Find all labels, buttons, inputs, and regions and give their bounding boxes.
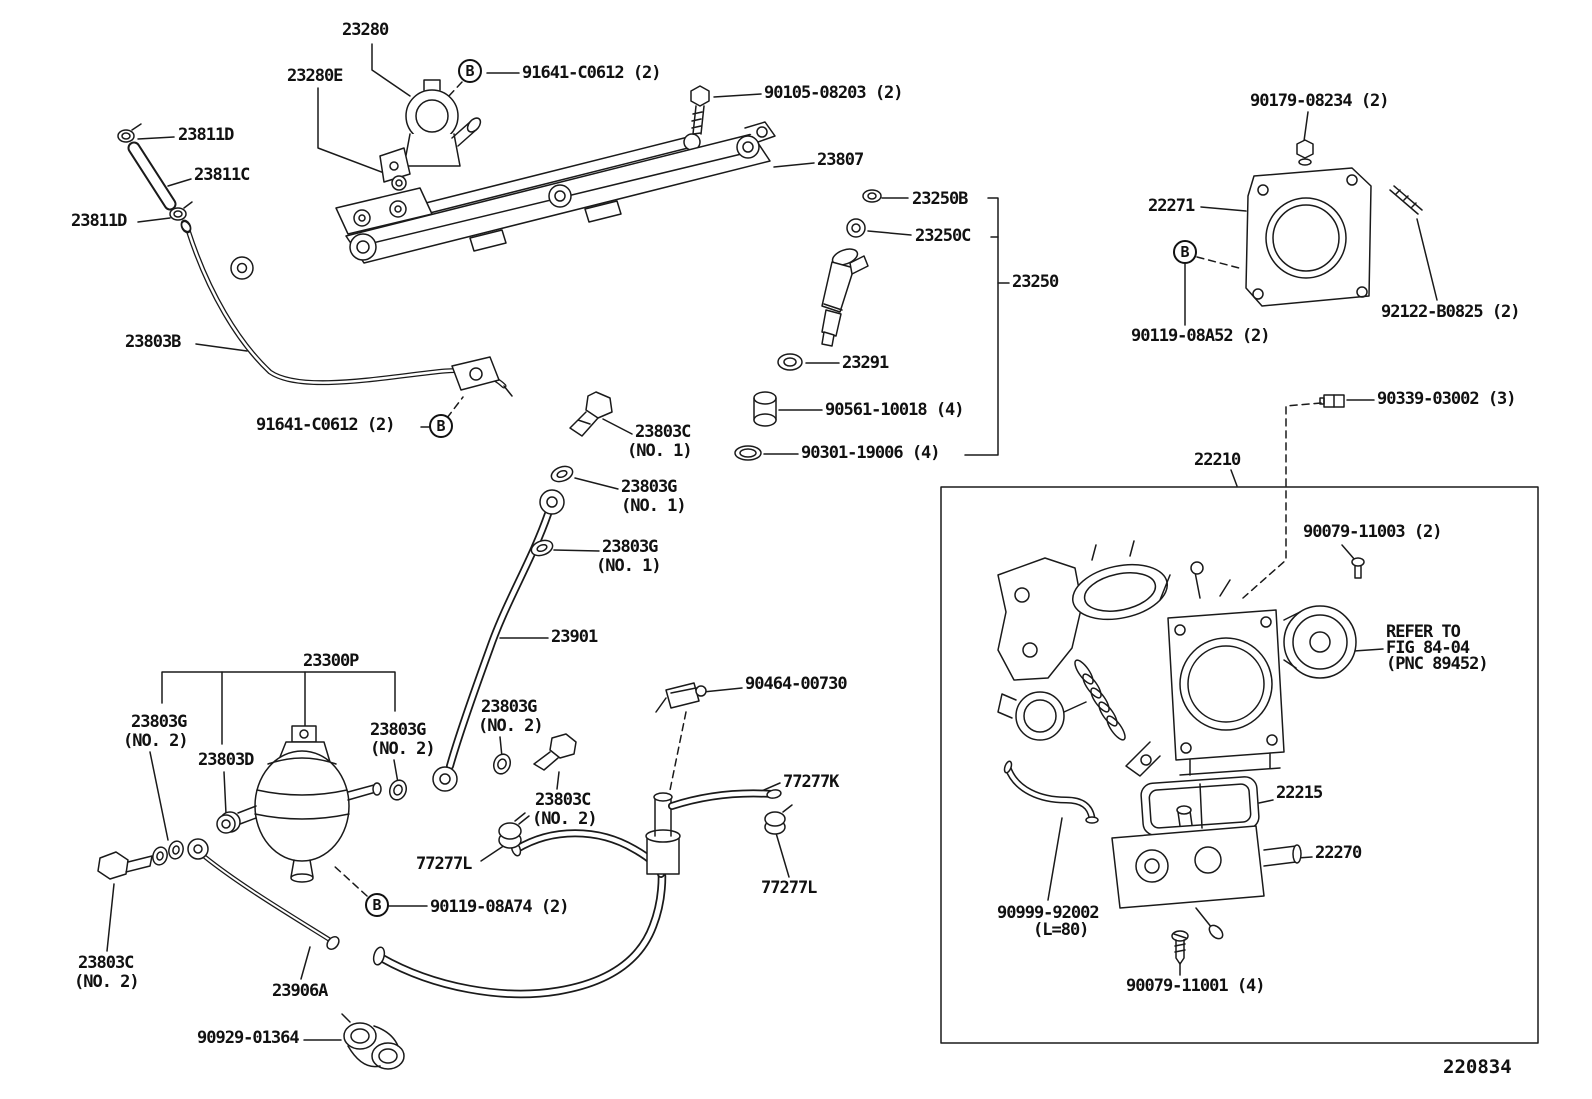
label-23250: 23250 bbox=[1012, 272, 1059, 292]
label-22271: 22271 bbox=[1148, 196, 1195, 216]
label-23803c-no1: 23803C bbox=[635, 422, 691, 442]
label-23280: 23280 bbox=[342, 20, 389, 40]
pressure-regulator-23280 bbox=[379, 79, 482, 191]
label-23803g-no2-mid: 23803G bbox=[370, 720, 426, 740]
label-22210: 22210 bbox=[1194, 450, 1241, 470]
label-92122-b0825: 92122-B0825 (2) bbox=[1381, 302, 1521, 322]
label-23803g-no2-left-qual: (NO. 2) bbox=[123, 731, 189, 751]
nut-90179 bbox=[1296, 139, 1314, 166]
label-23803g-no2-mid-qual: (NO. 2) bbox=[370, 739, 436, 759]
label-23803c-no2-mid-qual: (NO. 2) bbox=[532, 809, 598, 829]
pipe-23803b bbox=[180, 220, 513, 397]
hose-77277k bbox=[372, 789, 782, 999]
label-23803c-no2-mid: 23803C bbox=[535, 790, 591, 810]
label-23807: 23807 bbox=[817, 150, 864, 170]
label-23803g-no1-a-qual: (NO. 1) bbox=[621, 496, 687, 516]
label-23803g-no1-b: 23803G bbox=[602, 537, 658, 557]
label-90999-92002: 90999-92002 bbox=[997, 903, 1100, 923]
label-pnc-89452: (PNC 89452) bbox=[1386, 654, 1489, 674]
label-23250b: 23250B bbox=[912, 189, 968, 209]
label-91641-c0612-top: 91641-C0612 (2) bbox=[522, 63, 662, 83]
label-77277k: 77277K bbox=[783, 772, 839, 792]
clip-90464 bbox=[655, 682, 707, 713]
label-fig-84-04: FIG 84-04 bbox=[1386, 638, 1470, 658]
bolt-23803c-no2 bbox=[533, 733, 577, 771]
label-90079-11003: 90079-11003 (2) bbox=[1303, 522, 1443, 542]
label-22270: 22270 bbox=[1315, 843, 1362, 863]
label-23901: 23901 bbox=[551, 627, 598, 647]
stud-92122 bbox=[1389, 185, 1423, 215]
connector-90339 bbox=[1319, 394, 1345, 408]
injector-23250 bbox=[734, 189, 882, 461]
label-90561-10018: 90561-10018 (4) bbox=[825, 400, 965, 420]
callout-b-damper: B bbox=[365, 893, 389, 917]
label-90301-19006: 90301-19006 (4) bbox=[801, 443, 941, 463]
label-23803g-no2-right-qual: (NO. 2) bbox=[478, 716, 544, 736]
clamp-77277l-left bbox=[498, 812, 530, 849]
label-90119-08a52: 90119-08A52 (2) bbox=[1131, 326, 1271, 346]
dashed-leader-lines bbox=[332, 81, 1322, 897]
hose-23811 bbox=[117, 123, 193, 233]
isc-valve-22270 bbox=[1111, 805, 1302, 940]
callout-b-gasket: B bbox=[1173, 240, 1197, 264]
label-23291: 23291 bbox=[842, 353, 889, 373]
label-23803c-no2-left-qual: (NO. 2) bbox=[74, 972, 140, 992]
throttle-body-22210 bbox=[997, 540, 1357, 777]
label-23811c: 23811C bbox=[194, 165, 250, 185]
label-23803d: 23803D bbox=[198, 750, 254, 770]
label-23803g-no2-left: 23803G bbox=[131, 712, 187, 732]
label-23906a: 23906A bbox=[272, 981, 328, 1001]
bolt-washers-left bbox=[97, 814, 236, 880]
screw-90079-11003 bbox=[1351, 557, 1365, 579]
label-23811d-bottom: 23811D bbox=[71, 211, 127, 231]
label-23803g-no1-b-qual: (NO. 1) bbox=[596, 556, 662, 576]
label-77277l-right: 77277L bbox=[761, 878, 817, 898]
washers-23803g-no1 bbox=[530, 465, 574, 557]
label-90929-01364: 90929-01364 bbox=[197, 1028, 300, 1048]
label-23803c-no1-qual: (NO. 1) bbox=[627, 441, 693, 461]
gasket-22271 bbox=[1245, 167, 1372, 307]
bolt-23803c-no1 bbox=[569, 391, 613, 437]
label-91641-c0612-bot: 91641-C0612 (2) bbox=[256, 415, 396, 435]
label-refer-to: REFER TO bbox=[1386, 622, 1461, 642]
label-90079-11001: 90079-11001 (4) bbox=[1126, 976, 1266, 996]
bolt-90105 bbox=[690, 85, 710, 135]
clamp-77277l-right bbox=[764, 804, 793, 835]
label-23803b: 23803B bbox=[125, 332, 181, 352]
hose-90999 bbox=[1003, 760, 1099, 824]
label-90179-08234: 90179-08234 (2) bbox=[1250, 91, 1390, 111]
hose-23901 bbox=[432, 489, 565, 792]
label-23803g-no2-right: 23803G bbox=[481, 697, 537, 717]
washers-23803g-no2 bbox=[388, 753, 512, 801]
figure-number: 220834 bbox=[1443, 1056, 1512, 1078]
label-23803c-no2-left: 23803C bbox=[78, 953, 134, 973]
label-23280e: 23280E bbox=[287, 66, 343, 86]
callout-b-regulator: B bbox=[458, 59, 482, 83]
label-90105-08203: 90105-08203 (2) bbox=[764, 83, 904, 103]
label-l80: (L=80) bbox=[1033, 920, 1089, 940]
fuel-rail-23807 bbox=[335, 121, 776, 264]
callout-b-pipe: B bbox=[429, 414, 453, 438]
throttle-body-box bbox=[940, 486, 1539, 1044]
label-23803g-no1-a: 23803G bbox=[621, 477, 677, 497]
clamp-90929 bbox=[341, 1013, 405, 1070]
gasket-22215 bbox=[1140, 776, 1260, 836]
label-23300p: 23300P bbox=[303, 651, 359, 671]
label-90339-03002: 90339-03002 (3) bbox=[1377, 389, 1517, 409]
label-90464-00730: 90464-00730 bbox=[745, 674, 848, 694]
label-23811d-top: 23811D bbox=[178, 125, 234, 145]
pipe-23906a bbox=[202, 854, 340, 951]
label-22215: 22215 bbox=[1276, 783, 1323, 803]
label-90119-08a74: 90119-08A74 (2) bbox=[430, 897, 570, 917]
label-23250c: 23250C bbox=[915, 226, 971, 246]
label-77277l-left: 77277L bbox=[416, 854, 472, 874]
screw-90079-11001 bbox=[1171, 930, 1189, 965]
